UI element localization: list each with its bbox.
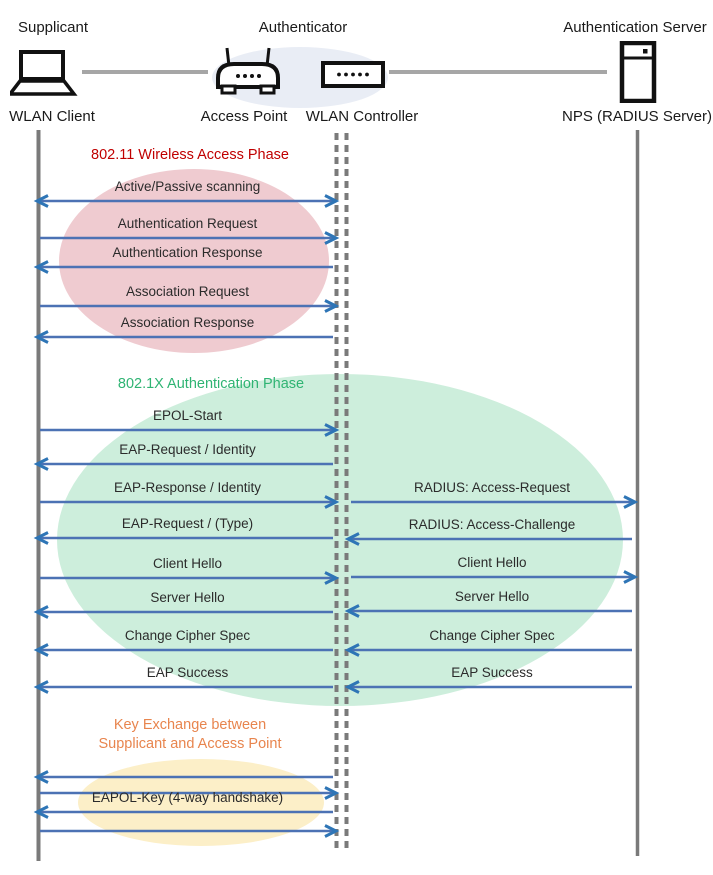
- node-label-wlan-controller: WLAN Controller: [305, 108, 419, 125]
- access-point-icon: [214, 46, 282, 103]
- message-label: EAPOL-Key (4-way handshake): [91, 790, 284, 805]
- message-label: Client Hello: [457, 555, 527, 570]
- message-label: RADIUS: Access-Challenge: [408, 517, 576, 532]
- wlan-controller-icon: [321, 61, 385, 93]
- connector-client-ap: [82, 70, 208, 74]
- role-authenticator: Authenticator: [258, 19, 348, 36]
- message-label: EPOL-Start: [152, 408, 223, 423]
- message-label: Client Hello: [152, 556, 223, 571]
- message-label: Association Response: [120, 315, 255, 330]
- message-label: Change Cipher Spec: [124, 628, 251, 643]
- node-label-nps-radius-server: NPS (RADIUS Server): [561, 108, 713, 125]
- message-label: Authentication Response: [112, 245, 263, 260]
- message-label: EAP-Response / Identity: [113, 480, 262, 495]
- message-label: EAP-Request / Identity: [119, 442, 256, 457]
- laptop-icon: [6, 50, 82, 103]
- message-label: Change Cipher Spec: [429, 628, 555, 643]
- message-label: RADIUS: Access-Request: [413, 480, 571, 495]
- message-label: Active/Passive scanning: [114, 179, 261, 194]
- connector-wlc-server: [389, 70, 607, 74]
- message-label: EAP Success: [146, 665, 229, 680]
- phase-title-1: 802.1X Authentication Phase: [117, 376, 305, 392]
- message-label: Server Hello: [454, 589, 530, 604]
- message-label: EAP-Request / (Type): [121, 516, 254, 531]
- phase-ellipse-0: [59, 169, 329, 353]
- role-supplicant: Supplicant: [17, 19, 89, 36]
- message-label: Authentication Request: [117, 216, 258, 231]
- phase-title-2: Key Exchange between Supplicant and Acce…: [98, 717, 282, 753]
- message-label: EAP Success: [451, 665, 533, 680]
- node-label-access-point: Access Point: [200, 108, 288, 125]
- role-authentication-server: Authentication Server: [563, 19, 707, 36]
- server-icon: [619, 40, 657, 108]
- phase-title-0: 802.11 Wireless Access Phase: [91, 147, 289, 163]
- node-label-wlan-client: WLAN Client: [9, 108, 95, 125]
- message-label: Server Hello: [150, 590, 225, 605]
- message-label: Association Request: [125, 284, 250, 299]
